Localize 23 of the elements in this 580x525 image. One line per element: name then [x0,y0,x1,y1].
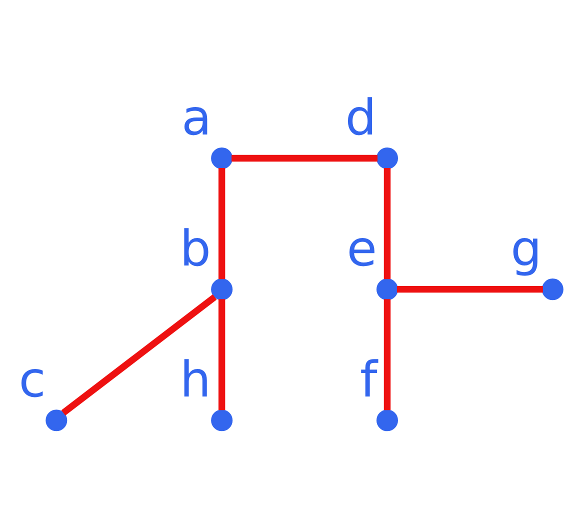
node-label: e [346,219,378,278]
node-circle [211,278,233,300]
connector [232,154,378,162]
connector [218,299,226,410]
node-circle [542,278,564,300]
node-label: d [345,88,376,146]
node-circle [211,410,233,432]
node-circle [46,410,68,432]
node-label: a [181,88,212,146]
node-label: c [18,350,46,408]
node-circle [376,278,398,300]
node-label: g [510,219,542,278]
connector [218,168,226,280]
node-circle [376,147,398,170]
connector [384,299,391,410]
connector [61,294,217,416]
node-label: h [180,350,211,408]
node-circle [211,147,233,170]
node-circle [376,410,398,432]
connector [384,168,391,280]
node-label: b [180,219,212,278]
node-label: f [360,350,378,408]
connector [396,286,543,293]
